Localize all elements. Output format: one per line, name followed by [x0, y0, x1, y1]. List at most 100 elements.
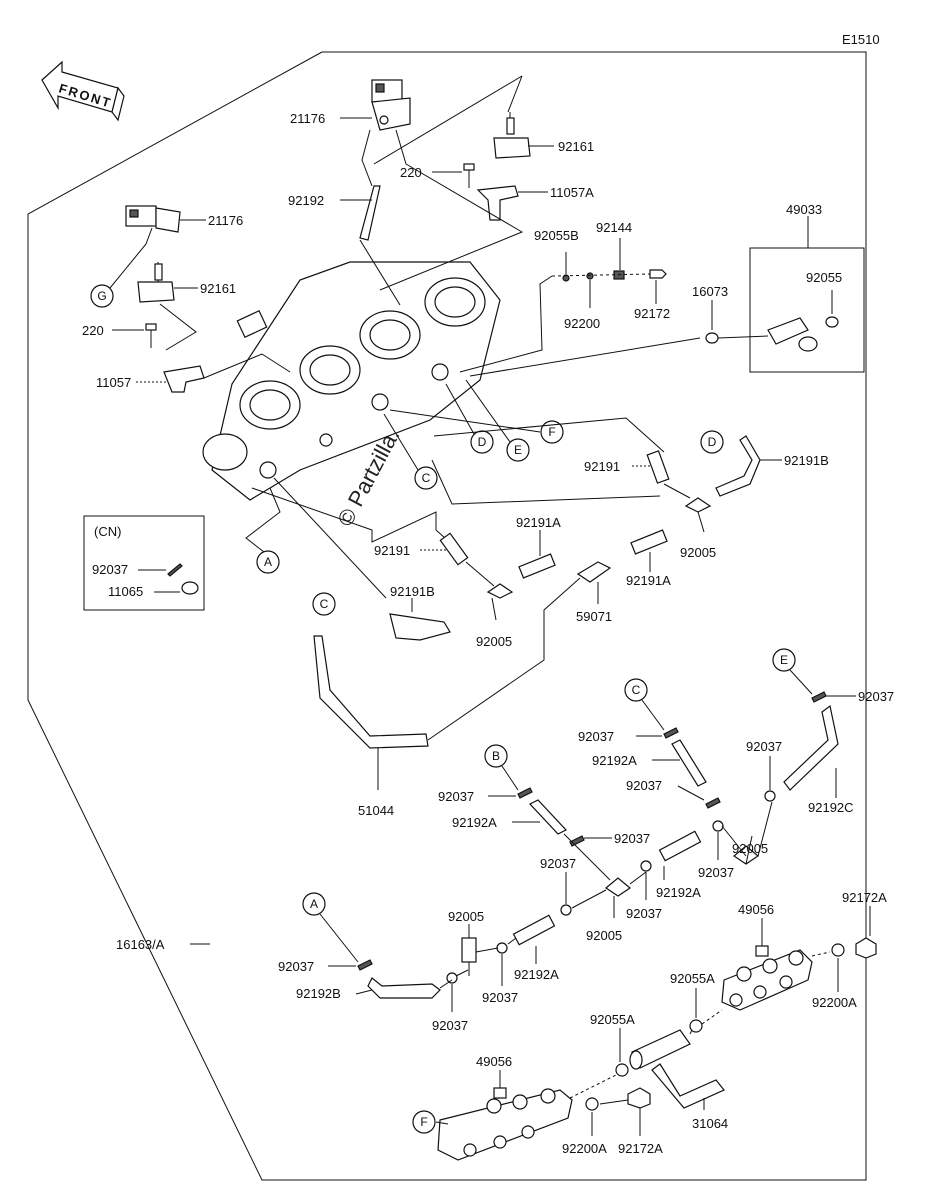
callout-A-lower-text: A: [310, 897, 318, 911]
clip-ring-92037-l1: [446, 972, 458, 984]
callout-C-mid-text: C: [320, 597, 329, 611]
hose-92192B-A: [367, 977, 441, 999]
label-16163A: 16163/A: [116, 937, 165, 952]
label-92037-m2: 92037: [626, 906, 662, 921]
label-92005-r: 92005: [732, 841, 768, 856]
label-92192A-C: 92192A: [592, 753, 637, 768]
label-92191A-left: 92191A: [516, 515, 561, 530]
label-21176-top: 21176: [290, 111, 325, 126]
callout-A-top: [256, 550, 280, 574]
hose-92191A-right: [630, 529, 668, 555]
callout-C-lower: [624, 678, 648, 702]
label-92191A-right: 92191A: [626, 573, 671, 588]
cn-item-11065: 11065: [108, 584, 143, 599]
hose-92191A-left: [518, 553, 556, 579]
tee-92005-m: [604, 877, 632, 897]
clip-92037-cn: [167, 563, 183, 577]
clip-92037-E: [811, 691, 827, 703]
label-49056-r: 49056: [738, 902, 774, 917]
callout-E-top: [506, 438, 530, 462]
label-92005-left: 92005: [476, 634, 512, 649]
label-92192C: 92192C: [808, 800, 854, 815]
cn-item-92037: 92037: [92, 562, 128, 577]
callout-F-top-text: F: [548, 425, 555, 439]
label-92055A-r: 92055A: [670, 971, 715, 986]
front-arrow: FRONT: [41, 60, 125, 122]
cap-11065: [181, 581, 199, 595]
label-220-top: 220: [400, 165, 422, 180]
group-box-49033: [749, 247, 865, 373]
label-92037-m1: 92037: [540, 856, 576, 871]
clip-ring-92037-m1: [560, 904, 572, 916]
callout-G-text: G: [97, 289, 106, 303]
hose-92192A-C: [671, 739, 707, 787]
screw-220-left: [145, 323, 157, 348]
label-92161-left: 92161: [200, 281, 236, 296]
cn-box-title: (CN): [94, 524, 121, 539]
label-92055B: 92055B: [534, 228, 579, 243]
clip-92037-C: [663, 727, 679, 739]
label-92037-B: 92037: [438, 789, 474, 804]
bolt-92172A-l: [599, 1087, 651, 1109]
label-92037-A: 92037: [278, 959, 314, 974]
sensor-21176-left: [125, 205, 181, 233]
clip-92037-C2: [705, 797, 721, 809]
label-92037-r1: 92037: [746, 739, 782, 754]
hose-92191-left: [439, 532, 469, 566]
bolt-92172A-r: [855, 937, 877, 959]
o-ring-92055A-l: [615, 1063, 629, 1077]
label-16073: 16073: [692, 284, 728, 299]
label-92192A-l: 92192A: [514, 967, 559, 982]
label-92161-top: 92161: [558, 139, 594, 154]
label-49033: 49033: [786, 202, 822, 217]
label-31064: 31064: [692, 1116, 728, 1131]
idle-screw-49033: [767, 317, 818, 352]
hose-92191B-left: [389, 613, 451, 641]
joint-92005-left: [486, 583, 514, 599]
sensor-92161-top: [493, 112, 531, 159]
label-92200A-r: 92200A: [812, 995, 857, 1010]
label-92055A-l: 92055A: [590, 1012, 635, 1027]
label-92037-C: 92037: [578, 729, 614, 744]
part-92055B: [562, 274, 570, 282]
hose-51044: [313, 635, 429, 749]
callout-D-right-text: D: [708, 435, 717, 449]
clip-ring-92037-m2: [640, 860, 652, 872]
fuel-rail-49056-right: [721, 945, 813, 1011]
callout-A-top-text: A: [264, 555, 272, 569]
hose-92192A-m: [658, 830, 702, 862]
label-92037-l2: 92037: [482, 990, 518, 1005]
bracket-11057A: [476, 185, 519, 221]
screw-92172: [649, 269, 667, 279]
figure-code: E1510: [842, 32, 880, 47]
fuel-rail-49056-left: [437, 1087, 573, 1161]
clip-92037-B2: [569, 835, 585, 847]
label-92192A-B: 92192A: [452, 815, 497, 830]
callout-D-top-text: D: [478, 435, 487, 449]
clip-ring-92037-r2: [712, 820, 724, 832]
callout-F-lower-text: F: [420, 1115, 427, 1129]
clip-ring-92037-r1: [764, 790, 776, 802]
label-92172: 92172: [634, 306, 670, 321]
label-59071: 59071: [576, 609, 612, 624]
label-92005-right: 92005: [680, 545, 716, 560]
callout-E-top-text: E: [514, 443, 522, 457]
o-ring-92055: [825, 316, 839, 328]
clip-92037-B: [517, 787, 533, 799]
label-92037-r2: 92037: [698, 865, 734, 880]
label-92005-m: 92005: [586, 928, 622, 943]
label-92144: 92144: [596, 220, 632, 235]
callout-E-lower-text: E: [780, 653, 788, 667]
label-92191-left: 92191: [374, 543, 410, 558]
callout-C-lower-text: C: [632, 683, 641, 697]
label-11057: 11057: [96, 375, 131, 390]
throttle-body-assembly: [202, 261, 501, 501]
callout-F-top: [540, 420, 564, 444]
callout-G: [90, 284, 114, 308]
callout-D-right: [700, 430, 724, 454]
clip-92037-A: [357, 959, 373, 971]
assembly-boundary: [27, 51, 867, 1181]
callout-C-mid: [312, 592, 336, 616]
